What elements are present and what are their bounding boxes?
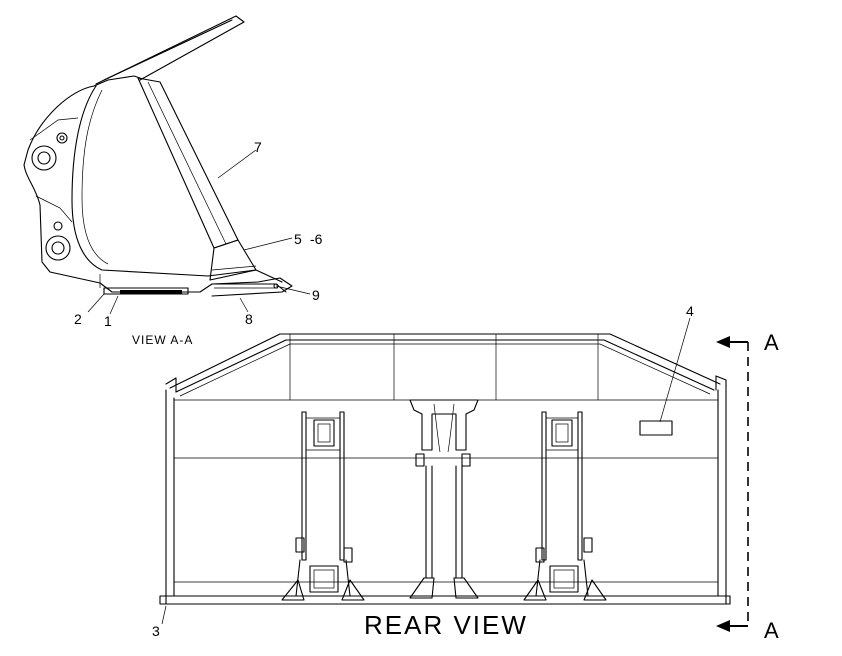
callout-8: 8 xyxy=(245,311,253,327)
callout-7: 7 xyxy=(254,139,262,155)
side-section-view xyxy=(23,15,311,315)
section-marker-top: A xyxy=(764,330,779,355)
section-marker-bottom: A xyxy=(764,618,779,643)
rear-view-label: REAR VIEW xyxy=(364,610,528,640)
callout-6: -6 xyxy=(310,231,323,247)
callout-4: 4 xyxy=(686,303,694,319)
callout-3: 3 xyxy=(152,623,160,639)
rear-view xyxy=(159,317,749,632)
callout-2: 2 xyxy=(74,311,82,327)
callout-5: 5 xyxy=(294,231,302,247)
callout-9: 9 xyxy=(312,287,320,303)
callout-1: 1 xyxy=(104,313,112,329)
view-section-label: VIEW A-A xyxy=(132,333,193,347)
